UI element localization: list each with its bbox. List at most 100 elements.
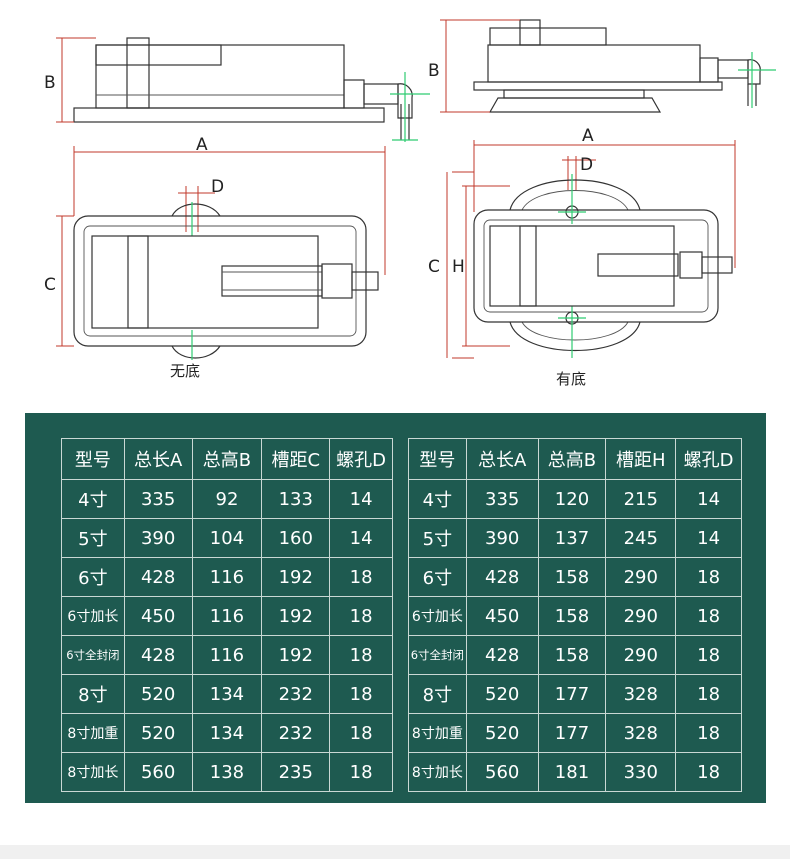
table-cell: 192 [261, 557, 331, 597]
table-cell: 215 [605, 479, 677, 519]
table-row: 6寸 428 116 192 18 [61, 557, 393, 597]
table-row: 6寸全封闭 428 116 192 18 [61, 635, 393, 675]
table-cell: 520 [465, 674, 539, 714]
table-row: 8寸 520 177 328 18 [408, 674, 742, 714]
model-cell: 8寸加长 [61, 752, 125, 792]
table-cell: 18 [675, 752, 742, 792]
left-dim-a-label: A [196, 135, 208, 155]
table-cell: 428 [123, 557, 193, 597]
table-cell: 232 [261, 713, 331, 753]
table-cell: 104 [191, 518, 263, 558]
model-cell: 4寸 [408, 479, 467, 519]
left-side-view: B [44, 37, 430, 142]
table-cell: 328 [605, 674, 677, 714]
table-cell: 14 [675, 518, 742, 558]
model-cell: 8寸加重 [408, 713, 467, 753]
right-side-view: B [428, 19, 776, 113]
table-cell: 290 [605, 596, 677, 636]
header-cell: 螺孔D [329, 438, 393, 480]
table-cell: 18 [329, 557, 393, 597]
left-dim-b-label: B [44, 73, 56, 93]
spec-table-right: 型号 总长A 总高B 槽距H 螺孔D 4寸 335 120 215 14 5寸 … [408, 438, 742, 792]
left-caption: 无底 [170, 362, 200, 380]
table-row: 8寸加长 560 138 235 18 [61, 752, 393, 792]
table-row: 8寸加长 560 181 330 18 [408, 752, 742, 792]
footer-band [0, 845, 790, 859]
model-cell: 6寸全封闭 [61, 635, 125, 675]
right-dim-d-label: D [580, 155, 593, 175]
table-row: 4寸 335 120 215 14 [408, 479, 742, 519]
table-row: 4寸 335 92 133 14 [61, 479, 393, 519]
right-dim-b-label: B [428, 61, 440, 81]
table-row: 5寸 390 104 160 14 [61, 518, 393, 558]
left-dim-c-label: C [44, 275, 56, 295]
table-row: 6寸加长 450 116 192 18 [61, 596, 393, 636]
table-cell: 520 [465, 713, 539, 753]
table-cell: 18 [675, 557, 742, 597]
spec-table-left: 型号 总长A 总高B 槽距C 螺孔D 4寸 335 92 133 14 5寸 3… [61, 438, 393, 792]
header-cell: 槽距H [605, 438, 677, 480]
right-dim-a-label: A [582, 126, 594, 146]
model-cell: 8寸 [61, 674, 125, 714]
header-cell: 总长A [465, 438, 539, 480]
table-cell: 116 [191, 596, 263, 636]
header-cell: 型号 [408, 438, 467, 480]
table-cell: 450 [465, 596, 539, 636]
table-row: 6寸全封闭 428 158 290 18 [408, 635, 742, 675]
table-row: 8寸加重 520 134 232 18 [61, 713, 393, 753]
table-cell: 116 [191, 635, 263, 675]
table-cell: 92 [191, 479, 263, 519]
table-cell: 245 [605, 518, 677, 558]
table-row: 8寸加重 520 177 328 18 [408, 713, 742, 753]
model-cell: 6寸加长 [408, 596, 467, 636]
table-cell: 520 [123, 713, 193, 753]
table-cell: 335 [123, 479, 193, 519]
table-cell: 158 [537, 596, 607, 636]
table-cell: 192 [261, 635, 331, 675]
table-cell: 158 [537, 557, 607, 597]
table-row: 6寸加长 450 158 290 18 [408, 596, 742, 636]
table-cell: 14 [329, 518, 393, 558]
table-cell: 177 [537, 713, 607, 753]
table-cell: 390 [465, 518, 539, 558]
right-dim-c-label: C [428, 257, 440, 277]
table-header-row: 型号 总长A 总高B 槽距C 螺孔D [61, 438, 393, 480]
header-cell: 总长A [123, 438, 193, 480]
header-cell: 总高B [191, 438, 263, 480]
model-cell: 8寸加重 [61, 713, 125, 753]
spec-table-panel: 型号 总长A 总高B 槽距C 螺孔D 4寸 335 92 133 14 5寸 3… [25, 413, 766, 803]
technical-drawings: .o { fill:none; stroke:#333; stroke-widt… [44, 19, 776, 388]
table-row: 5寸 390 137 245 14 [408, 518, 742, 558]
header-cell: 总高B [537, 438, 607, 480]
table-cell: 116 [191, 557, 263, 597]
table-cell: 158 [537, 635, 607, 675]
table-cell: 18 [329, 674, 393, 714]
table-cell: 14 [675, 479, 742, 519]
table-cell: 335 [465, 479, 539, 519]
table-cell: 235 [261, 752, 331, 792]
model-cell: 6寸全封闭 [408, 635, 467, 675]
table-cell: 18 [329, 596, 393, 636]
table-cell: 18 [329, 752, 393, 792]
table-cell: 181 [537, 752, 607, 792]
table-cell: 290 [605, 635, 677, 675]
table-cell: 328 [605, 713, 677, 753]
right-caption: 有底 [556, 370, 586, 388]
table-cell: 232 [261, 674, 331, 714]
table-cell: 133 [261, 479, 331, 519]
table-cell: 290 [605, 557, 677, 597]
table-cell: 134 [191, 713, 263, 753]
header-cell: 螺孔D [675, 438, 742, 480]
model-cell: 6寸 [408, 557, 467, 597]
table-cell: 160 [261, 518, 331, 558]
table-cell: 137 [537, 518, 607, 558]
left-dim-d-label: D [211, 177, 224, 197]
table-cell: 192 [261, 596, 331, 636]
table-cell: 18 [329, 635, 393, 675]
table-cell: 134 [191, 674, 263, 714]
model-cell: 6寸 [61, 557, 125, 597]
table-cell: 428 [465, 557, 539, 597]
table-cell: 18 [675, 674, 742, 714]
table-row: 6寸 428 158 290 18 [408, 557, 742, 597]
table-cell: 390 [123, 518, 193, 558]
